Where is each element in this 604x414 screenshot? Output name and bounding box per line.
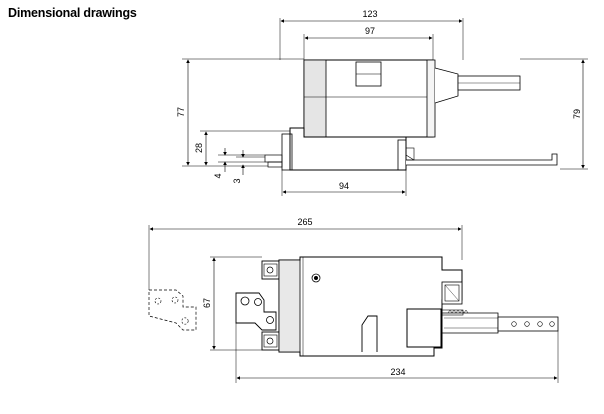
- dim-label-79: 79: [572, 109, 582, 119]
- dim-label-4: 4: [213, 173, 223, 178]
- dim-label-97: 97: [365, 26, 375, 36]
- dim-label-265: 265: [297, 217, 312, 227]
- page-title: Dimensional drawings: [8, 6, 137, 20]
- dim-label-94: 94: [339, 181, 349, 191]
- dim-label-77: 77: [176, 107, 186, 117]
- dim-label-28: 28: [194, 143, 204, 153]
- dim-label-3: 3: [232, 178, 242, 183]
- dim-label-123: 123: [362, 9, 377, 19]
- side-view: [182, 18, 588, 196]
- top-view: [148, 225, 559, 383]
- dim-label-67: 67: [202, 298, 212, 308]
- dim-label-234: 234: [390, 367, 405, 377]
